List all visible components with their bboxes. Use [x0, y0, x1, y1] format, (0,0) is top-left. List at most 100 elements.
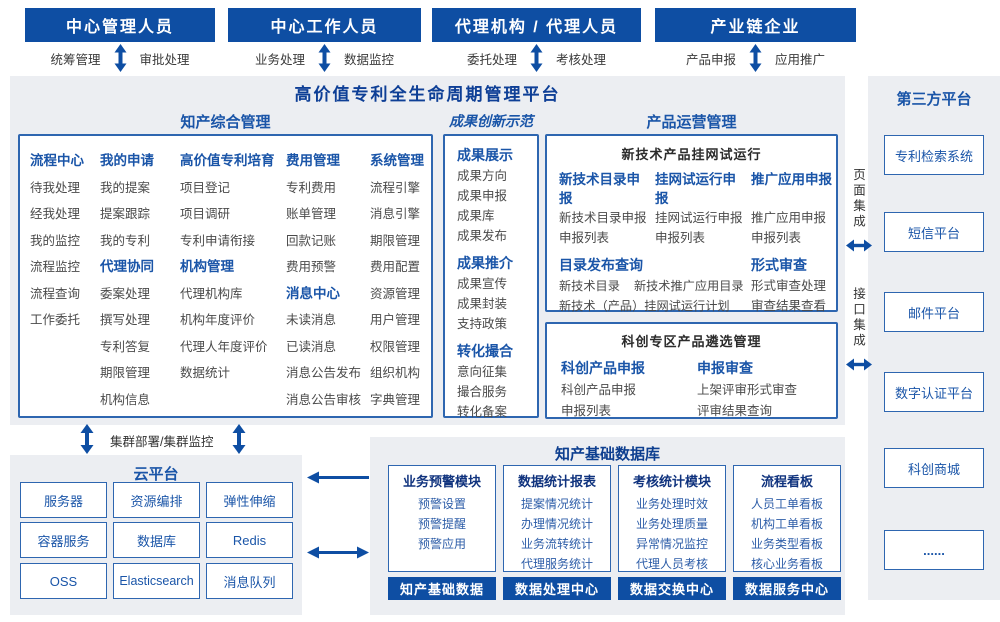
actor-title: 中心管理人员 [25, 8, 215, 42]
menu-item: 期限管理 [370, 233, 421, 248]
menu-item: 委案处理 [100, 286, 151, 301]
arrow-left-icon [307, 471, 369, 484]
menu-item: 提案跟踪 [100, 207, 151, 221]
menu-item: 申报列表 [561, 404, 612, 418]
platform-title: 高价值专利全生命周期管理平台 [294, 85, 561, 104]
db-bar: 数据服务中心 [733, 577, 841, 600]
menu-item: 已读消息 [286, 339, 337, 354]
actor-role-label: 应用推广 [775, 52, 826, 67]
menu-item: 支持政策 [457, 317, 508, 331]
cloud-panel: 云平台 服务器 资源编排 弹性伸缩 容器服务 数据库 Redis OSS Ela… [10, 455, 302, 615]
menu-item: 专利费用 [286, 180, 337, 195]
double-arrow-horizontal-icon [846, 239, 872, 252]
group-items: 业务处理时效业务处理质量异常情况监控代理人员考核 [619, 494, 725, 574]
menu-item: 成果申报 [457, 189, 508, 203]
double-arrow-horizontal-icon [307, 546, 369, 559]
group-header: 机构管理 [180, 259, 234, 274]
product-ops-box1: 新技术产品挂网试运行 新技术目录申报 新技术目录申报申报列表 挂网试运行申报 挂… [545, 134, 838, 313]
db-module-statistics: 数据统计报表 提案情况统计办理情况统计业务流转统计代理服务统计 [503, 465, 611, 572]
group-header: 转化撮合 [457, 343, 513, 359]
ip-mgmt-column-4: 费用管理 专利费用账单管理回款记账费用预警 消息中心 未读消息已读消息消息公告发… [286, 148, 361, 413]
menu-item: 意向征集 [457, 365, 508, 379]
group-items: 成果方向成果申报成果库成果发布 [457, 166, 537, 246]
actor-title: 中心工作人员 [228, 8, 421, 42]
actor-group-center-staff: 中心工作人员 业务处理 数据监控 [228, 8, 421, 74]
menu-item: 工作委托 [30, 313, 81, 327]
menu-item: 业务类型看板 [750, 537, 823, 551]
group-items: 新技术目录 新技术推广应用目录 [559, 276, 749, 296]
ip-mgmt-box: 流程中心 待我处理经我处理我的监控流程监控流程查询工作委托 我的申请 我的提案提… [18, 134, 433, 418]
menu-item: 撮合服务 [457, 385, 508, 399]
menu-item: 待我处理 [30, 180, 81, 195]
menu-item: 用户管理 [370, 313, 421, 327]
menu-item: 我的监控 [30, 233, 81, 248]
menu-item: 流程查询 [30, 286, 81, 301]
actor-roles: 业务处理 数据监控 [228, 42, 421, 74]
menu-item: 专利申请衔接 [180, 233, 256, 248]
menu-item: 成果宣传 [457, 277, 508, 291]
menu-item: 办理情况统计 [520, 517, 593, 531]
ip-mgmt-column-3: 高价值专利培育 项目登记项目调研专利申请衔接 机构管理 代理机构库机构年度评价代… [180, 148, 275, 387]
third-party-item: 邮件平台 [884, 292, 984, 332]
base-db-title: 知产基础数据库 [554, 446, 660, 463]
menu-item: 成果方向 [457, 169, 508, 183]
menu-item: 数据统计 [180, 366, 231, 380]
group-items: 新技术目录申报申报列表 [559, 208, 651, 248]
inner-box-title: 新技术产品挂网试运行 [621, 147, 762, 162]
group-items: 挂网试运行申报申报列表 [655, 208, 747, 248]
menu-item: 未读消息 [286, 313, 337, 327]
third-party-item-more: ...... [884, 530, 984, 570]
group-header: 我的申请 [100, 153, 154, 168]
menu-item: 新技术（产品）挂网试运行计划 [559, 299, 730, 313]
group-items: 未读消息已读消息消息公告发布消息公告审核 [286, 307, 361, 413]
db-bar: 知产基础数据 [388, 577, 496, 600]
ip-mgmt-column-5: 系统管理 流程引擎消息引擎期限管理费用配置资源管理用户管理权限管理组织机构字典管… [370, 148, 424, 413]
menu-item: 费用预警 [286, 260, 337, 274]
menu-item: 代理机构库 [180, 286, 243, 301]
group-header: 消息中心 [286, 285, 340, 301]
cloud-service: 容器服务 [20, 522, 107, 558]
menu-item: 代理人年度评价 [180, 339, 268, 354]
menu-item: 新技术目录申报 [559, 211, 647, 225]
menu-item: 项目登记 [180, 180, 231, 195]
menu-item: 流程引擎 [370, 180, 421, 195]
menu-item: 流程监控 [30, 260, 81, 274]
page-integration-label: 页面集成 [851, 168, 865, 230]
group-header: 申报审查 [697, 360, 753, 376]
section-title-product-ops: 产品运营管理 [646, 114, 737, 131]
menu-item: 新技术目录 [559, 279, 620, 293]
double-arrow-vertical-icon [80, 424, 94, 454]
actor-roles: 统筹管理 审批处理 [25, 42, 215, 74]
group-items: 上架评审形式审查评审结果查询 [697, 380, 827, 422]
product-group-new-tech-catalog: 新技术目录申报 新技术目录申报申报列表 [559, 170, 651, 248]
menu-item: 预警应用 [417, 537, 466, 551]
actor-group-center-managers: 中心管理人员 统筹管理 审批处理 [25, 8, 215, 74]
group-items: 待我处理经我处理我的监控流程监控流程查询工作委托 [30, 175, 84, 334]
actor-group-industry-chain: 产业链企业 产品申报 应用推广 [655, 8, 856, 74]
product-group-promotion: 推广应用申报 推广应用申报申报列表 [751, 170, 837, 248]
group-items: 流程引擎消息引擎期限管理费用配置资源管理用户管理权限管理组织机构字典管理 [370, 175, 424, 414]
group-header: 流程中心 [30, 153, 84, 168]
group-items: 委案处理撰写处理专利答复期限管理机构信息 [100, 281, 154, 414]
menu-item: 成果库 [457, 209, 495, 223]
menu-item: 形式审查处理 [751, 279, 827, 293]
menu-item: 费用配置 [370, 260, 421, 274]
actor-role-label: 数据监控 [344, 52, 395, 67]
group-items: 科创产品申报申报列表 [561, 380, 681, 422]
group-header: 挂网试运行申报 [655, 172, 736, 206]
menu-item: 组织机构 [370, 366, 421, 380]
actor-role-label: 产品申报 [685, 52, 736, 67]
menu-item: 提案情况统计 [520, 497, 593, 511]
menu-item: 消息公告发布 [286, 366, 362, 380]
product-group-trial-run: 挂网试运行申报 挂网试运行申报申报列表 [655, 170, 747, 248]
menu-item: 我的提案 [100, 180, 151, 195]
third-party-title: 第三方平台 [896, 91, 972, 108]
db-module-assessment: 考核统计模块 业务处理时效业务处理质量异常情况监控代理人员考核 [618, 465, 726, 572]
actor-role-label: 业务处理 [254, 52, 305, 67]
menu-item: 专利答复 [100, 339, 151, 354]
achievement-box: 成果展示 成果方向成果申报成果库成果发布 成果推介 成果宣传成果封装支持政策 转… [443, 134, 539, 419]
menu-item: 转化备案 [457, 405, 508, 419]
formal-review-group: 形式审查 形式审查处理审查结果查看 [751, 254, 837, 316]
cloud-service: 数据库 [113, 522, 200, 558]
